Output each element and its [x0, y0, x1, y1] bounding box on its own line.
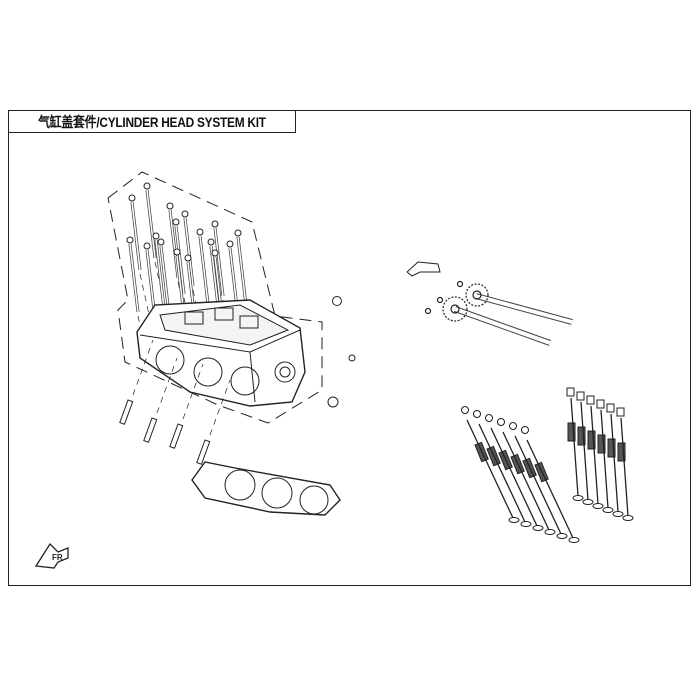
valve-head	[572, 495, 584, 501]
valve-stem	[600, 409, 609, 509]
valve-head	[508, 517, 520, 523]
head-group-dashed-outline	[107, 171, 323, 424]
head-bolt-head	[166, 202, 174, 210]
dowel-pin	[169, 423, 184, 449]
valve-stem	[502, 431, 550, 531]
head-bolt-head	[143, 242, 151, 250]
valve-head	[582, 499, 594, 505]
head-bolt-head	[196, 228, 204, 236]
valve-bucket	[616, 407, 625, 417]
dowel-axis-line	[182, 363, 204, 420]
head-bolt-head	[207, 238, 215, 246]
valve-stem	[490, 427, 538, 527]
head-bolt-inner	[237, 236, 247, 306]
valve-head	[622, 515, 634, 521]
head-bolt-head	[157, 238, 165, 246]
valve-stem	[526, 439, 574, 539]
dowel-pin	[143, 417, 158, 443]
diagram-title: 气缸盖套件/CYLINDER HEAD SYSTEM KIT	[38, 113, 266, 130]
head-bolt-inner	[199, 235, 209, 305]
valve-head	[556, 533, 568, 539]
svg-text:FR: FR	[52, 553, 63, 562]
head-bolt-head	[128, 194, 136, 202]
head-bolt-inner	[160, 245, 170, 315]
head-bolt-inner	[155, 239, 165, 309]
valve-bucket	[473, 410, 481, 418]
valve-bucket	[586, 395, 595, 405]
head-bolt-head	[226, 240, 234, 248]
head-bolt-head	[184, 254, 192, 262]
valve-head	[568, 537, 580, 543]
head-bolt-inner	[169, 209, 179, 279]
valve-stem	[580, 401, 589, 501]
head-bolt-head	[234, 229, 242, 237]
valve-stem	[570, 397, 579, 497]
valve-bucket	[509, 422, 517, 430]
cam-chain-guide-bracket	[406, 261, 441, 277]
camshafts	[424, 280, 573, 346]
valve-spring	[577, 426, 586, 446]
dowel-axis-line	[156, 357, 178, 414]
head-bolt-inner	[146, 189, 156, 259]
head-bolt-head	[173, 248, 181, 256]
head-bolt-head	[172, 218, 180, 226]
valve-spring	[607, 438, 616, 458]
dowel-axis-line	[209, 379, 231, 436]
head-bolt-head	[126, 236, 134, 244]
valve-assemblies-group	[461, 387, 634, 543]
valve-spring	[587, 430, 596, 450]
nuts-group	[327, 296, 356, 408]
head-bolt-head	[211, 249, 219, 257]
head-dowels-group	[119, 339, 231, 465]
front-direction-arrow-icon: FR	[34, 542, 69, 569]
valve-stem	[610, 413, 619, 513]
valve-head	[544, 529, 556, 535]
valve-spring	[597, 434, 606, 454]
dowel-pin	[119, 399, 134, 425]
head-bolt-inner	[131, 201, 141, 271]
valve-stem	[466, 419, 514, 519]
cylinder-head	[136, 299, 306, 407]
head-bolt-inner	[129, 243, 139, 313]
valve-head	[532, 525, 544, 531]
head-bolt-head	[143, 182, 151, 190]
head-bolt-inner	[184, 217, 194, 287]
valve-spring	[567, 422, 576, 442]
valve-stem	[590, 405, 599, 505]
valve-bucket	[485, 414, 493, 422]
valve-head	[520, 521, 532, 527]
head-bolt-inner	[214, 227, 224, 297]
valve-stem	[514, 435, 562, 535]
valve-stem	[478, 423, 526, 523]
head-bolt-inner	[175, 225, 185, 295]
head-gasket	[191, 461, 341, 516]
valve-stem	[620, 417, 629, 517]
diagram-frame	[8, 110, 691, 586]
valve-bucket	[576, 391, 585, 401]
valve-spring	[617, 442, 626, 462]
valve-bucket	[461, 406, 469, 414]
head-bolt-head	[152, 232, 160, 240]
valve-bucket	[606, 403, 615, 413]
valve-bucket	[566, 387, 575, 397]
valve-bucket	[596, 399, 605, 409]
valve-head	[592, 503, 604, 509]
dowel-axis-line	[132, 339, 154, 396]
valve-head	[612, 511, 624, 517]
head-bolt-head	[211, 220, 219, 228]
valve-head	[602, 507, 614, 513]
dowel-pin	[196, 439, 211, 465]
valve-bucket	[497, 418, 505, 426]
valve-bucket	[521, 426, 529, 434]
head-bolt-head	[181, 210, 189, 218]
diagram-title-box: 气缸盖套件/CYLINDER HEAD SYSTEM KIT	[8, 110, 296, 133]
